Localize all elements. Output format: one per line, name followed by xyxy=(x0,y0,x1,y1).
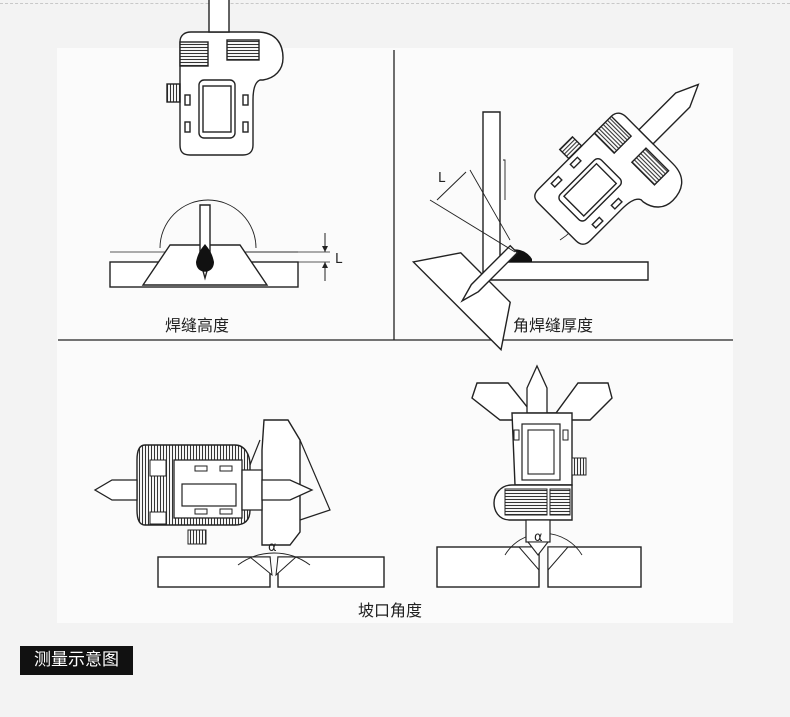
dim-label-fillet: L xyxy=(438,171,446,186)
alpha-label-right: α xyxy=(534,530,543,545)
groove-angle-figure-left xyxy=(93,419,385,588)
weld-height-figure xyxy=(109,0,330,288)
footer-label: 测量示意图 xyxy=(20,646,133,675)
top-dashed-rule xyxy=(0,3,790,4)
caption-groove-angle: 坡口角度 xyxy=(358,601,423,620)
fillet-thickness-figure xyxy=(412,30,745,362)
caption-weld-height: 焊缝高度 xyxy=(165,316,230,335)
alpha-label-left: α xyxy=(268,540,277,555)
caption-fillet-thickness: 角焊缝厚度 xyxy=(513,316,594,335)
weld-bead-icon xyxy=(196,244,214,272)
dim-label-weld-height: L xyxy=(335,252,343,267)
groove-angle-figure-right xyxy=(436,364,642,588)
